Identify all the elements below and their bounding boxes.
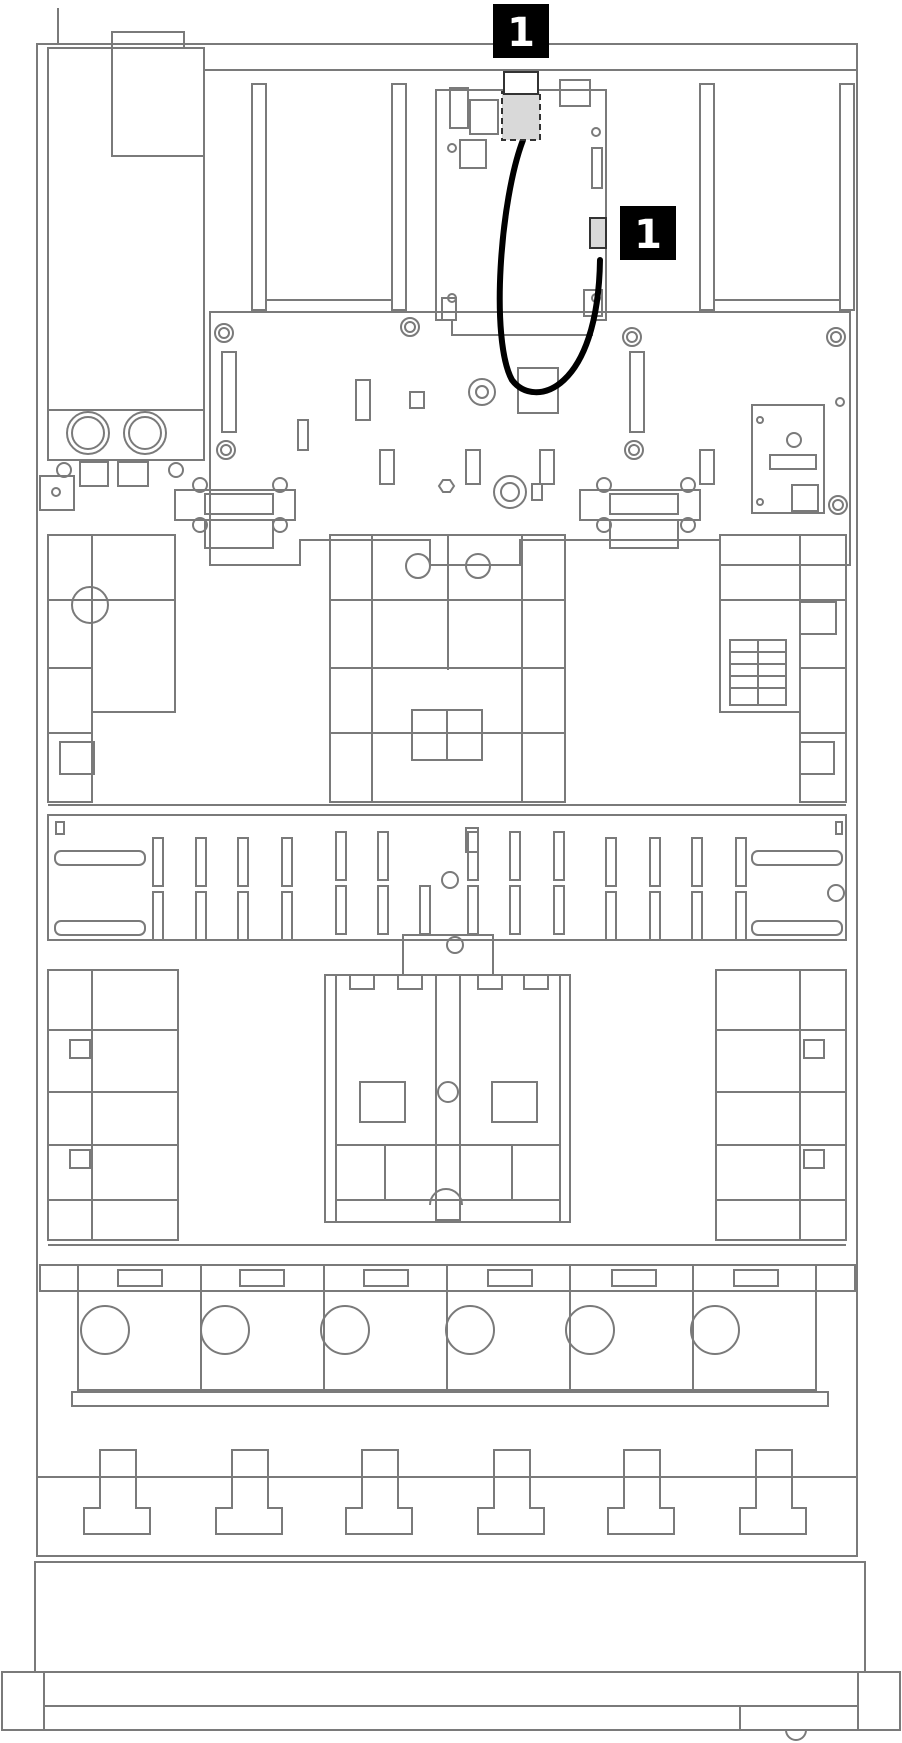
right-dimm-bank — [715, 969, 847, 1241]
cable-assembly — [496, 71, 607, 396]
riser-slots-left — [251, 83, 407, 311]
callout-label-top: 1 — [507, 10, 535, 56]
dimm-slot-board — [47, 814, 847, 941]
callout-badge-right: 1 — [620, 206, 676, 260]
signal-cable — [496, 137, 603, 396]
chassis-outline — [36, 43, 858, 1557]
fan-bay — [39, 1264, 856, 1407]
left-bracket — [47, 534, 176, 803]
front-drive-bay — [1, 1561, 901, 1741]
cable-connector-bottom — [589, 217, 607, 249]
riser-slots-right — [699, 83, 855, 311]
callout-label-right: 1 — [634, 212, 662, 258]
system-board — [174, 311, 851, 566]
dimm-divider — [48, 804, 846, 816]
air-baffle — [324, 934, 571, 1223]
fan-pull-tabs — [37, 1449, 857, 1535]
right-bracket — [719, 534, 847, 803]
callout-badge-top: 1 — [493, 4, 549, 58]
cable-connector-top — [501, 91, 541, 141]
processor-heatsink — [329, 534, 566, 803]
power-supply-unit — [39, 31, 205, 511]
left-dimm-bank — [47, 969, 179, 1241]
